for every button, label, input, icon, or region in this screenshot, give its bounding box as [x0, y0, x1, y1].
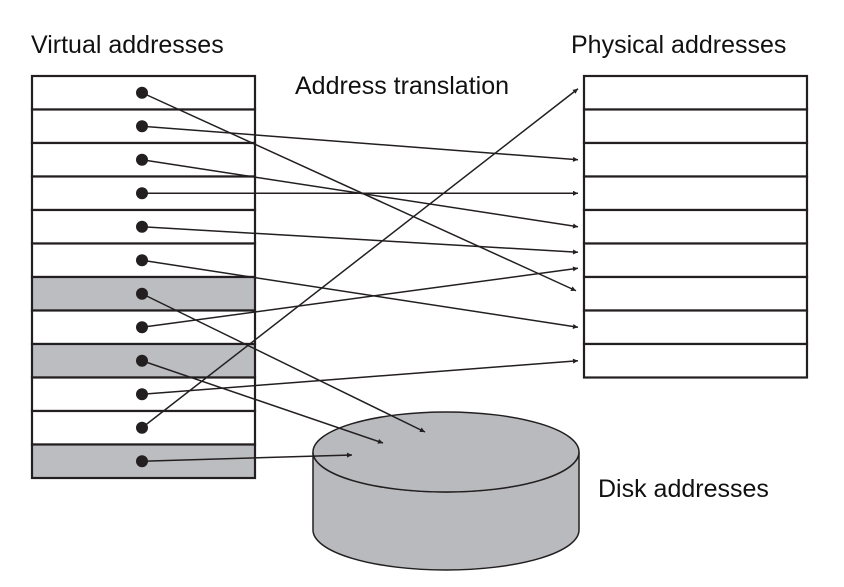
mapping-arrow-to-frame	[141, 266, 579, 328]
page-pointer-dot	[136, 120, 148, 133]
page-pointer-dot	[136, 455, 148, 468]
physical-frame-row	[582, 309, 809, 346]
physical-frame-row	[582, 141, 809, 178]
page-pointer-dot	[136, 86, 148, 99]
disk-addresses-label: Disk addresses	[598, 475, 769, 503]
page-pointer-dot	[136, 287, 148, 300]
virtual-page-row	[30, 275, 257, 312]
page-pointer-dot	[136, 187, 148, 200]
mapping-arrow-to-disk	[141, 360, 384, 444]
page-pointer-dot	[136, 388, 148, 401]
mapping-arrow-to-disk	[141, 293, 426, 433]
mapping-arrow-to-frame	[141, 259, 579, 329]
physical-frame-row	[582, 208, 809, 245]
mapping-arrow-to-disk	[141, 452, 353, 462]
physical-address-table	[582, 74, 809, 379]
disk-cylinder	[312, 411, 580, 571]
virtual-addresses-label: Virtual addresses	[31, 31, 224, 59]
mapping-arrow-to-frame	[141, 88, 579, 429]
physical-frame-row	[582, 242, 809, 279]
mapping-arrows	[136, 86, 579, 468]
physical-addresses-label: Physical addresses	[571, 31, 787, 59]
physical-frame-row	[582, 275, 809, 312]
address-translation-label: Address translation	[295, 72, 510, 100]
mapping-arrow-to-frame	[141, 92, 577, 292]
mapping-arrow-to-frame	[141, 226, 579, 255]
mapping-arrow-to-frame	[141, 125, 579, 162]
mapping-arrow-to-frame	[141, 358, 579, 395]
page-pointer-dot	[136, 220, 148, 233]
page-pointer-dot	[136, 254, 148, 267]
page-pointer-dot	[136, 354, 148, 367]
virtual-address-table	[30, 74, 257, 480]
physical-frame-row	[582, 74, 809, 111]
physical-frame-row	[582, 175, 809, 212]
page-pointer-dot	[136, 321, 148, 334]
physical-frame-row	[582, 108, 809, 145]
disk-top	[312, 411, 580, 493]
page-pointer-dot	[136, 421, 148, 434]
page-pointer-dot	[136, 153, 148, 166]
physical-frame-row	[582, 342, 809, 379]
